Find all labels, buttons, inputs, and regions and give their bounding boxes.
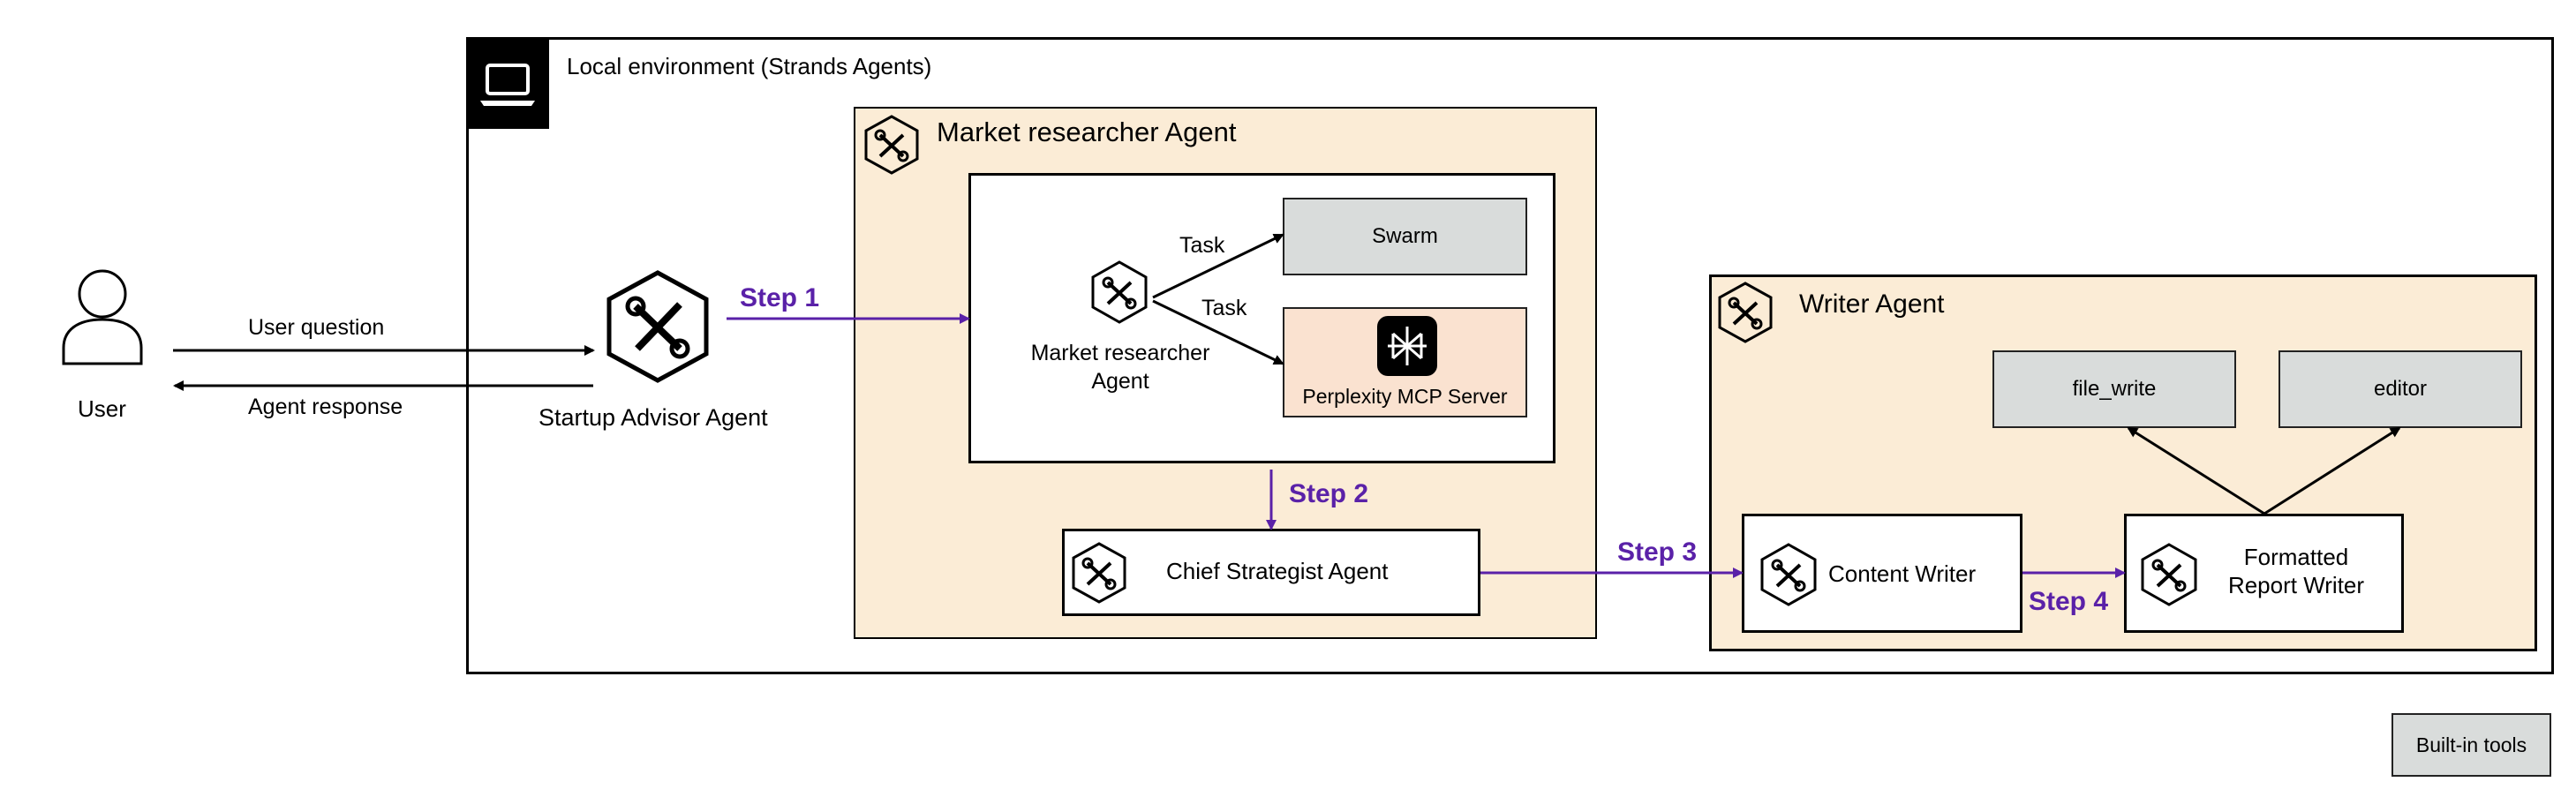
step-2-label: Step 2 [1289, 479, 1369, 508]
chief-strategist-label: Chief Strategist Agent [1166, 558, 1389, 584]
market-researcher-group-icon [862, 114, 921, 176]
writer-agent-group-icon [1716, 281, 1774, 344]
perplexity-label: Perplexity MCP Server [1302, 385, 1508, 408]
chief-strategist-icon [1070, 541, 1128, 605]
formatted-report-writer: Formatted Report Writer [2124, 514, 2404, 633]
user-question-label: User question [248, 315, 385, 340]
perplexity-mcp-server: Perplexity MCP Server [1283, 307, 1527, 417]
step-1-label: Step 1 [740, 283, 820, 312]
writer-agent-title: Writer Agent [1799, 289, 1945, 319]
market-researcher-group-title: Market researcher Agent [937, 117, 1237, 147]
content-writer-label: Content Writer [1828, 560, 1977, 587]
step-4-label: Step 4 [2029, 587, 2109, 616]
task-label-1: Task [1179, 233, 1225, 258]
startup-advisor-label: Startup Advisor Agent [539, 404, 768, 431]
content-writer: Content Writer [1742, 514, 2022, 633]
file-write-tool: file_write [1992, 350, 2236, 428]
task-arrow-swarm [1152, 233, 1284, 299]
local-environment-frame [466, 37, 2554, 674]
user-label: User [78, 395, 126, 422]
formatted-report-writer-icon [2139, 542, 2199, 607]
task-label-2: Task [1201, 296, 1247, 320]
market-researcher-agent-label: Market researcher Agent [1030, 341, 1210, 394]
environment-label: Local environment (Strands Agents) [567, 53, 932, 79]
laptop-icon [466, 37, 549, 129]
content-writer-icon [1759, 542, 1819, 607]
file-write-arrow [2127, 426, 2265, 515]
user-icon [60, 263, 145, 367]
task-arrow-perplexity [1152, 299, 1284, 365]
perplexity-icon [1377, 316, 1437, 376]
editor-tool: editor [2278, 350, 2522, 428]
swarm-tool: Swarm [1283, 198, 1527, 275]
formatted-report-writer-label: Formatted Report Writer [2227, 544, 2365, 598]
editor-arrow [2263, 426, 2401, 515]
step-3-label: Step 3 [1617, 538, 1698, 567]
legend-built-in-tools: Built-in tools [2391, 713, 2551, 777]
startup-advisor-icon [604, 269, 712, 384]
agent-response-label: Agent response [248, 395, 403, 419]
market-researcher-agent-icon [1089, 259, 1149, 325]
